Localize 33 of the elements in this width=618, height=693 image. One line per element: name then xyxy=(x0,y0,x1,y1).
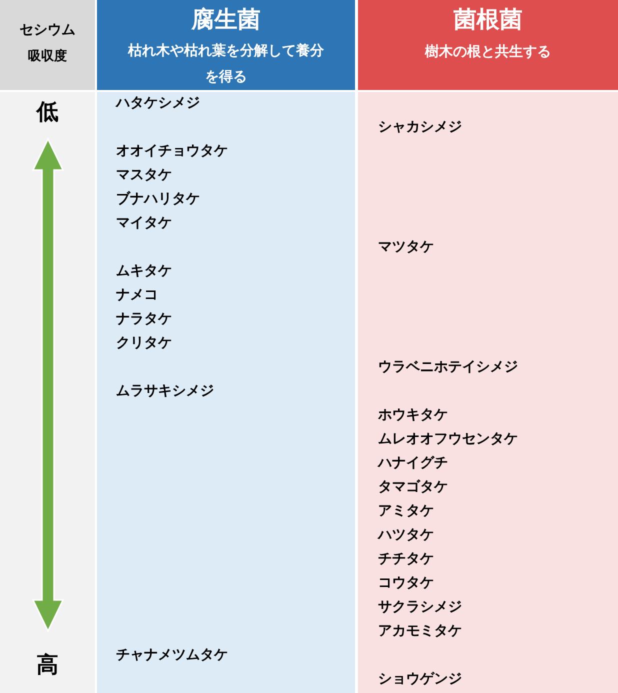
row-header: 吸収度 xyxy=(27,48,68,66)
mushroom-name: シャカシメジ xyxy=(378,118,462,137)
mushroom-name: ムキタケ xyxy=(116,262,172,281)
mushroom-name: ブナハリタケ xyxy=(116,190,200,209)
mushroom-name: マイタケ xyxy=(116,214,172,233)
mushroom-name: ムレオオフウセンタケ xyxy=(378,430,518,449)
mushroom-name: ナメコ xyxy=(116,286,158,305)
mushroom-name: アカモミタケ xyxy=(378,622,462,641)
mushroom-name: マスタケ xyxy=(116,166,172,185)
mushroom-name: ショウゲンジ xyxy=(378,670,462,689)
axis-label: 低 xyxy=(34,98,60,126)
mushroom-name: ナラタケ xyxy=(116,310,172,329)
column-title: 菌根菌 xyxy=(452,6,524,35)
axis-label: 高 xyxy=(36,652,60,680)
column-subtitle: 枯れ木や枯れ葉を分解して養分を得る xyxy=(126,42,325,87)
mushroom-name: チャナメツムタケ xyxy=(116,646,228,665)
mushroom-name: マツタケ xyxy=(378,238,434,257)
mushroom-name: ハツタケ xyxy=(378,526,434,545)
column-title: 腐生菌 xyxy=(190,6,262,35)
mushroom-name: コウタケ xyxy=(378,574,434,593)
mushroom-name: タマゴタケ xyxy=(378,478,448,497)
mushroom-name: ウラベニホテイシメジ xyxy=(378,358,518,377)
mushroom-name: アミタケ xyxy=(378,502,434,521)
mushroom-name: サクラシメジ xyxy=(378,598,462,617)
mushroom-name: ムラサキシメジ xyxy=(116,382,214,401)
mushroom-name: クリタケ xyxy=(116,334,172,353)
mushroom-name: オオイチョウタケ xyxy=(116,142,228,161)
mushroom-name: ホウキタケ xyxy=(378,406,448,425)
column-subtitle: 樹木の根と共生する xyxy=(424,43,552,62)
mushroom-name: ハタケシメジ xyxy=(116,94,200,113)
row-header: セシウム xyxy=(18,21,76,40)
mushroom-name: ハナイグチ xyxy=(378,454,448,473)
mushroom-name: チチタケ xyxy=(378,550,434,569)
